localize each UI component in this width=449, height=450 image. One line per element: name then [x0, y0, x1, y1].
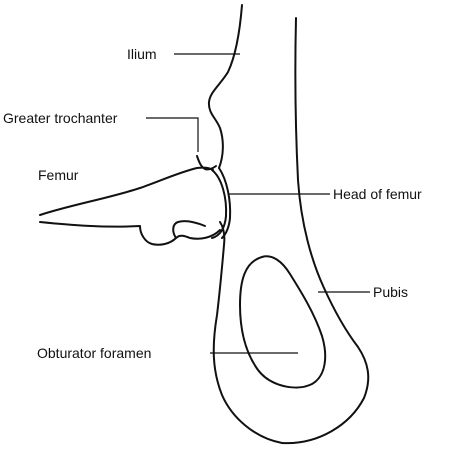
femoral-head-outline: [211, 169, 228, 239]
label-head-of-femur: Head of femur: [333, 186, 422, 202]
label-ilium: Ilium: [127, 46, 157, 62]
femur-lower-edge: [39, 221, 221, 246]
lesser-trochanter-outline: [172, 220, 206, 239]
label-femur: Femur: [38, 167, 79, 183]
ilium-left-contour: [207, 4, 243, 169]
label-pubis: Pubis: [373, 284, 409, 300]
acetabulum-rim: [218, 167, 232, 239]
leader-greater-trochanter: [146, 117, 199, 152]
label-greater-trochanter: Greater trochanter: [3, 110, 118, 126]
ischium-contour: [212, 221, 283, 444]
femur-upper-edge: [39, 166, 214, 216]
label-obturator-foramen: Obturator foramen: [37, 345, 152, 361]
obturator-foramen-outline: [239, 255, 327, 389]
greater-trochanter-outline: [196, 155, 217, 171]
pelvis-right-contour: [281, 17, 370, 445]
